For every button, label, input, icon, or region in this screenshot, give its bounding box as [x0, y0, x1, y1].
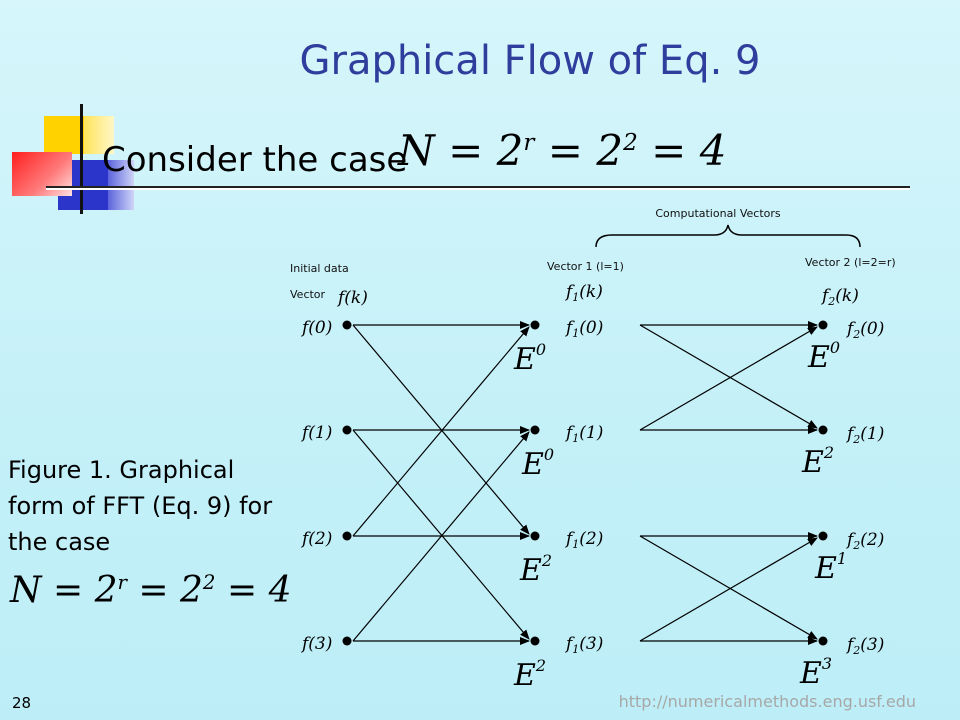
computational-vectors-brace	[595, 224, 861, 248]
vector2-node-label: f2(1)	[845, 424, 884, 446]
node-dot	[818, 320, 828, 330]
page-number: 28	[12, 694, 32, 712]
cap-eq-r: r	[117, 571, 127, 594]
node-dot	[342, 636, 352, 646]
node-dot	[342, 425, 352, 435]
cap-eq-two-b: 2	[180, 570, 203, 611]
vector2-label: Vector 2 (l=2=r)	[805, 256, 896, 269]
input-node-label: f(3)	[300, 634, 332, 654]
stage2-twiddle: E1	[814, 549, 847, 586]
eq-r: r	[523, 130, 535, 156]
eq-two-b: 2	[596, 126, 624, 175]
col2-header: f2(k)	[820, 286, 859, 308]
vector2-node-label: f2(0)	[845, 319, 884, 341]
eq-two: 2	[496, 126, 524, 175]
title-rule-shadow	[46, 188, 910, 190]
node-dot	[530, 320, 540, 330]
stage2-edge	[639, 537, 818, 642]
stage1-edge	[352, 326, 530, 537]
figure-caption: Figure 1. Graphical form of FFT (Eq. 9) …	[8, 456, 273, 556]
slide-title: Graphical Flow of Eq. 9	[299, 38, 761, 84]
caption-equation: N = 2r = 22 = 4	[10, 570, 292, 611]
initial-vector-label: Vector	[290, 288, 326, 301]
vector2-node-label: f2(2)	[845, 530, 884, 552]
node-dot	[818, 425, 828, 435]
flow-edges	[352, 321, 818, 645]
node-dot	[530, 636, 540, 646]
stage1-twiddle: E2	[513, 656, 546, 693]
stage2-edge	[639, 324, 818, 429]
input-node-label: f(1)	[300, 423, 332, 443]
stage1-twiddle: E0	[513, 340, 546, 377]
vector2-node-label: f2(3)	[845, 635, 884, 657]
node-dot	[342, 320, 352, 330]
node-dot	[530, 531, 540, 541]
eq-n: N	[398, 126, 435, 175]
eq-two-exp: 2	[623, 130, 638, 156]
stage2-edge	[639, 535, 818, 640]
vector1-node-label: f1(1)	[564, 423, 603, 445]
stage2-twiddle: E2	[801, 443, 834, 480]
cap-eq-n: N	[10, 570, 42, 611]
cap-eq-four: 4	[268, 570, 292, 611]
input-node-label: f(2)	[300, 529, 332, 549]
stage2-twiddle: E3	[799, 654, 832, 691]
decor-yellow-square	[44, 116, 84, 154]
flow-nodes	[342, 320, 828, 646]
consider-text: Consider the case	[102, 140, 408, 180]
decor-vertical-line	[80, 104, 83, 214]
col1-header: f1(k)	[564, 282, 603, 304]
col0-header: f(k)	[336, 288, 368, 308]
node-dot	[530, 425, 540, 435]
node-dot	[342, 531, 352, 541]
stage1-edge	[352, 431, 530, 642]
computational-vectors-label: Computational Vectors	[655, 207, 781, 220]
node-labels: f(k) f1(k) f2(k) f(0) f(1) f(2) f(3) f1(0) f1(1)…	[300, 282, 884, 657]
vector1-node-label: f1(2)	[564, 529, 603, 551]
case-equation: N = 2r = 22 = 4	[398, 126, 727, 175]
title-rule	[46, 186, 910, 188]
initial-data-label: Initial data	[290, 262, 349, 275]
stage2-edge	[639, 326, 818, 431]
vector1-node-label: f1(0)	[564, 318, 603, 340]
decor-blue-fade	[108, 160, 134, 210]
decor-yellow-fade	[84, 116, 114, 154]
vector1-node-label: f1(3)	[564, 634, 603, 656]
stage2-twiddle: E0	[807, 338, 840, 375]
source-url: http://numericalmethods.eng.usf.edu	[618, 692, 916, 711]
stage1-twiddle: E0	[521, 445, 554, 482]
node-dot	[818, 636, 828, 646]
eq-four: 4	[699, 126, 727, 175]
cap-eq-two: 2	[94, 570, 118, 611]
stage1-edge	[352, 429, 530, 640]
stage1-twiddle: E2	[519, 551, 552, 588]
node-dot	[818, 531, 828, 541]
input-node-label: f(0)	[300, 318, 332, 338]
cap-eq-two-exp: 2	[202, 571, 216, 594]
vector1-label: Vector 1 (l=1)	[547, 260, 624, 273]
